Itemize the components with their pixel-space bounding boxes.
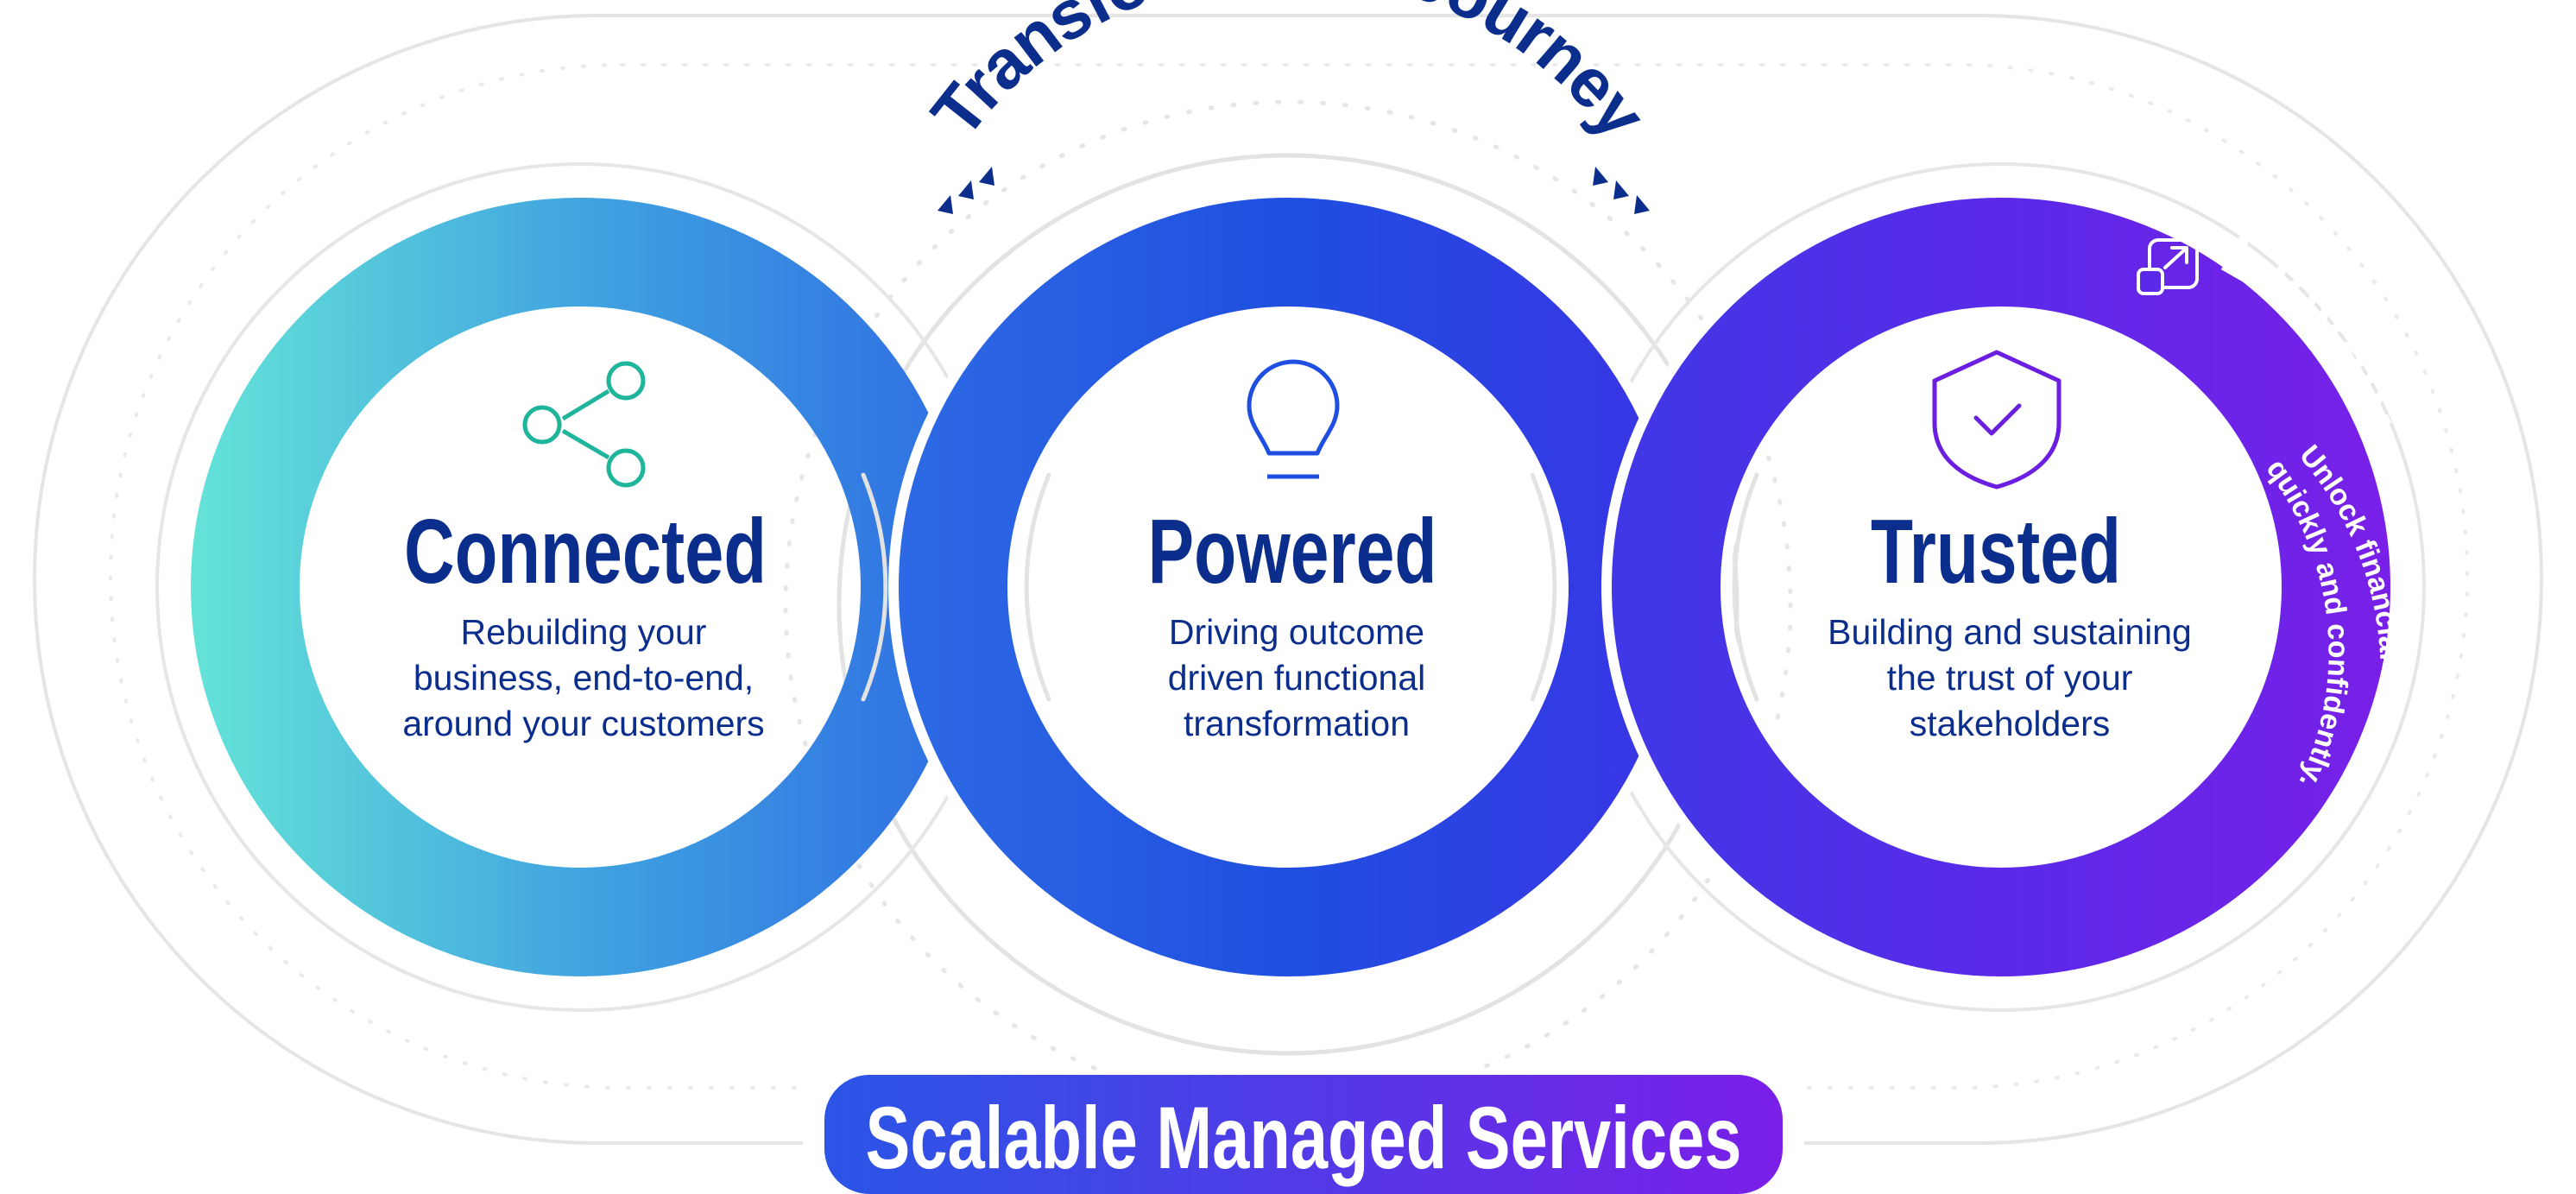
journey-title-group: Transformation Journey — [917, 0, 1664, 214]
stage-powered: Powered Driving outcome driven functiona… — [1148, 359, 1437, 743]
powered-desc-line-3: transformation — [1184, 704, 1410, 743]
connected-heading: Connected — [404, 501, 767, 603]
ring-trusted — [1601, 187, 2401, 987]
connected-desc-line-3: around your customers — [402, 704, 764, 743]
stage-connected: Connected Rebuilding your business, end-… — [402, 361, 767, 743]
ring-trusted-band — [1612, 198, 2390, 976]
trusted-desc-line-3: stakeholders — [1910, 704, 2110, 743]
inner-faint-arcs — [861, 472, 1759, 702]
powered-heading: Powered — [1148, 501, 1437, 603]
right-arrow-icon — [1593, 167, 1650, 214]
share-nodes-icon — [522, 361, 646, 488]
powered-desc-line-1: Driving outcome — [1169, 612, 1424, 652]
powered-desc-line-2: driven functional — [1168, 658, 1426, 698]
footer-pill-bg — [824, 1075, 1783, 1194]
journey-title: Transformation Journey — [917, 0, 1662, 153]
trusted-heading: Trusted — [1871, 501, 2121, 603]
connected-desc-line-2: business, end-to-end, — [414, 658, 754, 698]
footer-pill: Scalable Managed Services — [803, 1071, 1804, 1194]
trusted-desc-line-1: Building and sustaining — [1828, 612, 2192, 652]
stage-trusted: Trusted Building and sustaining the trus… — [1828, 350, 2192, 743]
lightbulb-icon — [1247, 359, 1340, 479]
shield-check-icon — [1932, 350, 2061, 490]
trusted-desc-line-2: the trust of your — [1887, 658, 2133, 698]
expand-arrow-icon — [2137, 238, 2199, 295]
connected-desc-line-1: Rebuilding your — [461, 612, 707, 652]
footer-label: Scalable Managed Services — [866, 1089, 1742, 1187]
left-arrow-icon — [938, 167, 994, 214]
